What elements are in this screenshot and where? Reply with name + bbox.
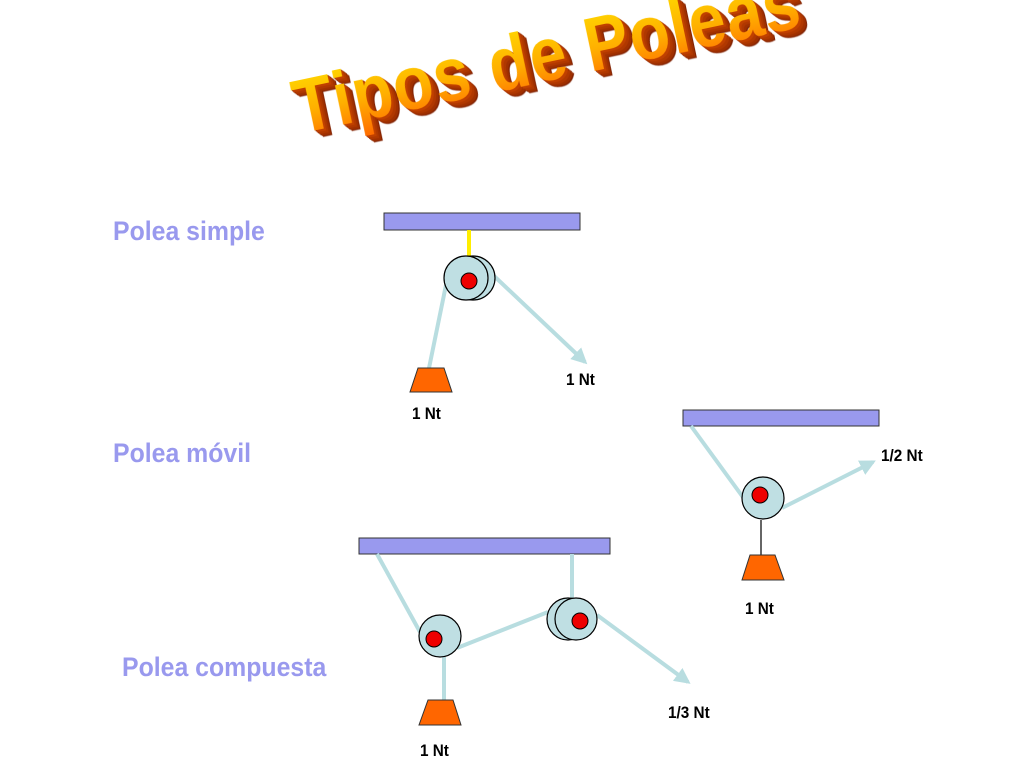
simple-weight-label: 1 Nt — [412, 404, 441, 423]
rope-to-weight — [426, 284, 448, 374]
rope-to-force — [595, 613, 691, 684]
compound-weight-label: 1 Nt — [420, 741, 449, 760]
ceiling-beam — [383, 212, 581, 231]
label-polea-compuesta: Polea compuesta — [122, 652, 327, 682]
weight-block — [409, 367, 453, 393]
rope-between-pulleys — [456, 610, 549, 650]
weight-block — [418, 699, 462, 726]
rope-from-beam — [375, 553, 422, 633]
ceiling-beam — [358, 537, 611, 555]
compound-force-label: 1/3 Nt — [668, 703, 710, 722]
rope-to-force — [491, 273, 588, 365]
movable-force-label: 1/2 Nt — [881, 446, 923, 465]
movable-pulley-diagram — [682, 409, 880, 581]
pulley-axle — [460, 272, 478, 290]
rope-to-force — [781, 460, 876, 510]
movable-pulley-axle — [425, 630, 443, 648]
movable-weight-label: 1 Nt — [745, 599, 774, 618]
rope-from-beam — [689, 424, 747, 502]
fixed-pulley-axle — [571, 612, 589, 630]
label-polea-simple: Polea simple — [113, 216, 265, 246]
pulley-axle — [751, 486, 769, 504]
label-polea-movil: Polea móvil — [113, 438, 252, 468]
weight-block — [741, 554, 785, 581]
simple-pulley-diagram — [383, 212, 588, 393]
compound-pulley-diagram — [358, 537, 691, 726]
ceiling-beam — [682, 409, 880, 427]
simple-force-label: 1 Nt — [566, 370, 595, 389]
